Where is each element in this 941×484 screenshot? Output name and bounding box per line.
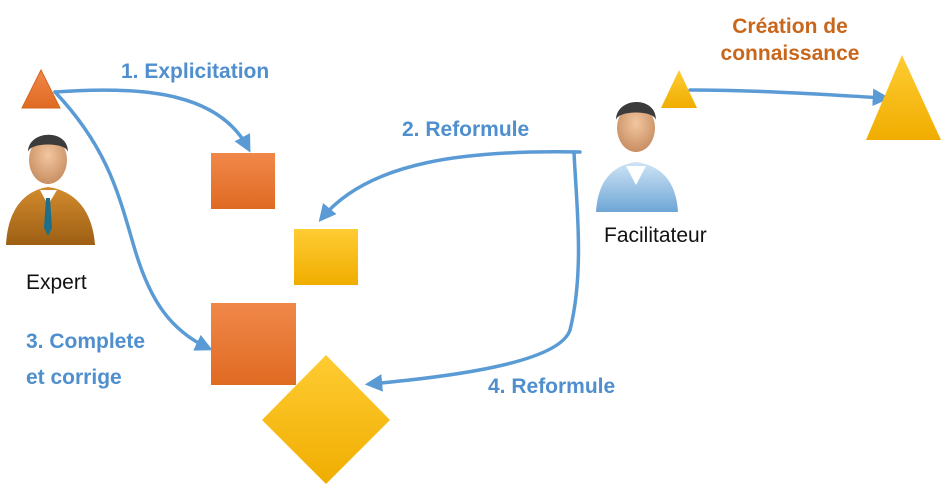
knowledge-triangle-large [866, 55, 941, 140]
step-reformule-1-label: 2. Reformule [402, 118, 530, 141]
orange-square-large [211, 303, 296, 385]
facilitateur-triangle-small [661, 70, 697, 108]
orange-square-small [211, 153, 275, 209]
yellow-square [294, 229, 358, 285]
step-complete-label: 3. Complete [26, 330, 146, 353]
expert-triangle [21, 68, 61, 109]
arrow-explicitation [53, 88, 251, 153]
arrow-reformule-2 [364, 150, 581, 392]
creation-connaissance-label: Création de connaissance [695, 13, 885, 67]
arrow-creation [688, 88, 891, 107]
step-reformule-2-label: 4. Reformule [488, 375, 616, 398]
step-explicitation-label: 1. Explicitation [121, 60, 270, 83]
creation-line2: connaissance [720, 42, 860, 65]
expert-label: Expert [26, 271, 87, 294]
creation-line1: Création de [732, 15, 848, 38]
step-corrige-label: et corrige [26, 366, 122, 389]
arrow-reformule-1 [318, 150, 582, 223]
businessman-avatar-icon [6, 134, 95, 245]
arrow-complete-corrige [53, 90, 213, 351]
facilitateur-label: Facilitateur [604, 224, 707, 247]
person-avatar-icon [596, 101, 678, 212]
yellow-diamond [262, 355, 390, 484]
